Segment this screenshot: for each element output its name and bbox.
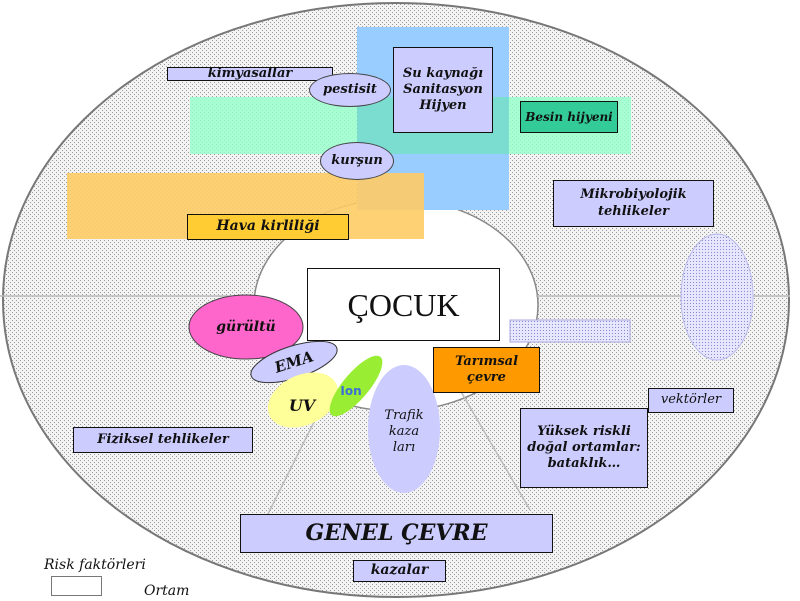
uv-oval (267, 372, 339, 428)
pastel-strip (509, 319, 631, 343)
traffic-accidents-label: Trafik kaza ları (384, 407, 424, 456)
chemicals-label: kimyasallar (167, 66, 333, 81)
high-risk-label: Yüksek riskli doğal ortamlar: bataklık… (520, 408, 648, 488)
lead-label: kurşun (320, 142, 394, 180)
vector-oval (680, 233, 754, 361)
legend-environment-swatch (51, 576, 102, 596)
noise-label: gürültü (216, 319, 276, 336)
agricultural-label: Tarımsal çevre (433, 347, 540, 393)
microbiological-label: Mikrobiyolojik tehlikeler (553, 180, 714, 227)
ion-oval (329, 355, 383, 417)
food-hygiene-label: Besin hijyeni (520, 101, 618, 133)
traffic-oval (368, 365, 440, 493)
accidents-label: kazalar (353, 560, 446, 582)
pesticide-label: pestisit (309, 73, 391, 107)
general-environment-label: GENEL ÇEVRE (240, 514, 553, 553)
noise-oval (188, 294, 304, 360)
uv-label: UV (288, 396, 316, 415)
ion-label: Ion (340, 383, 362, 398)
legend-environment: Ortam (144, 583, 190, 600)
center-child-label: ÇOCUK (307, 268, 500, 341)
legend-risk-factors: Risk faktörleri (44, 557, 146, 574)
physical-hazards-label: Fiziksel tehlikeler (73, 427, 253, 453)
air-pollution-label: Hava kirliliği (187, 214, 349, 240)
water-sanitation-label: Su kaynağı Sanitasyon Hijyen (393, 47, 493, 133)
vectors-label: vektörler (648, 388, 734, 413)
